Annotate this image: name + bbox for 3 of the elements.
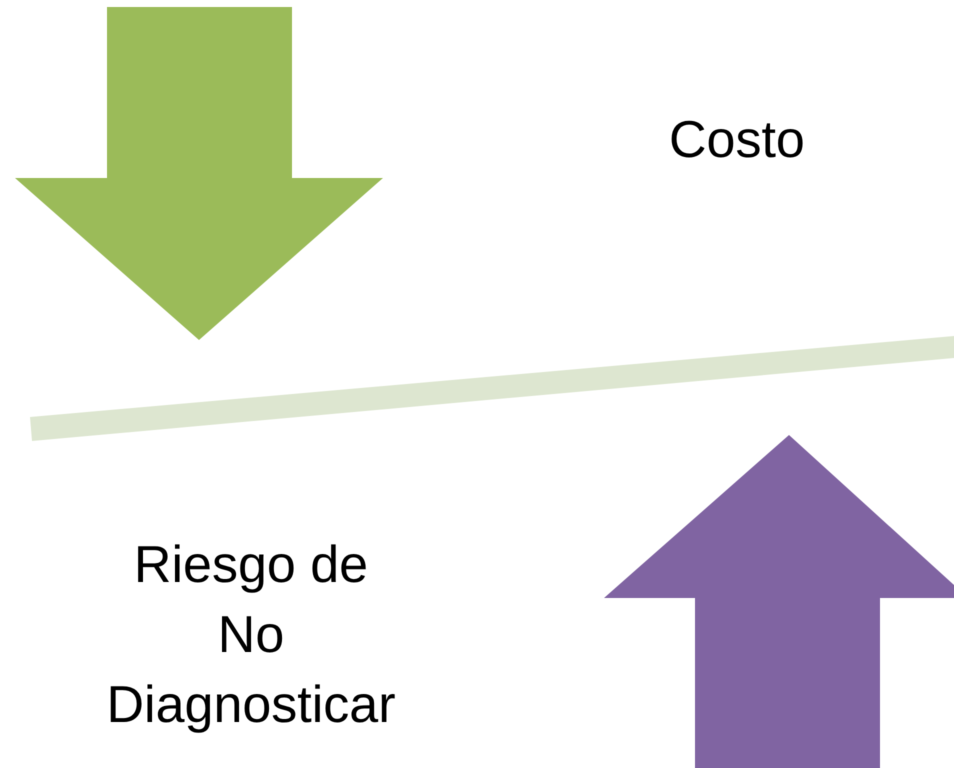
balance-beam: [30, 336, 954, 441]
label-text: Costo: [669, 110, 805, 171]
label-text: Riesgo de No Diagnosticar: [106, 535, 396, 736]
